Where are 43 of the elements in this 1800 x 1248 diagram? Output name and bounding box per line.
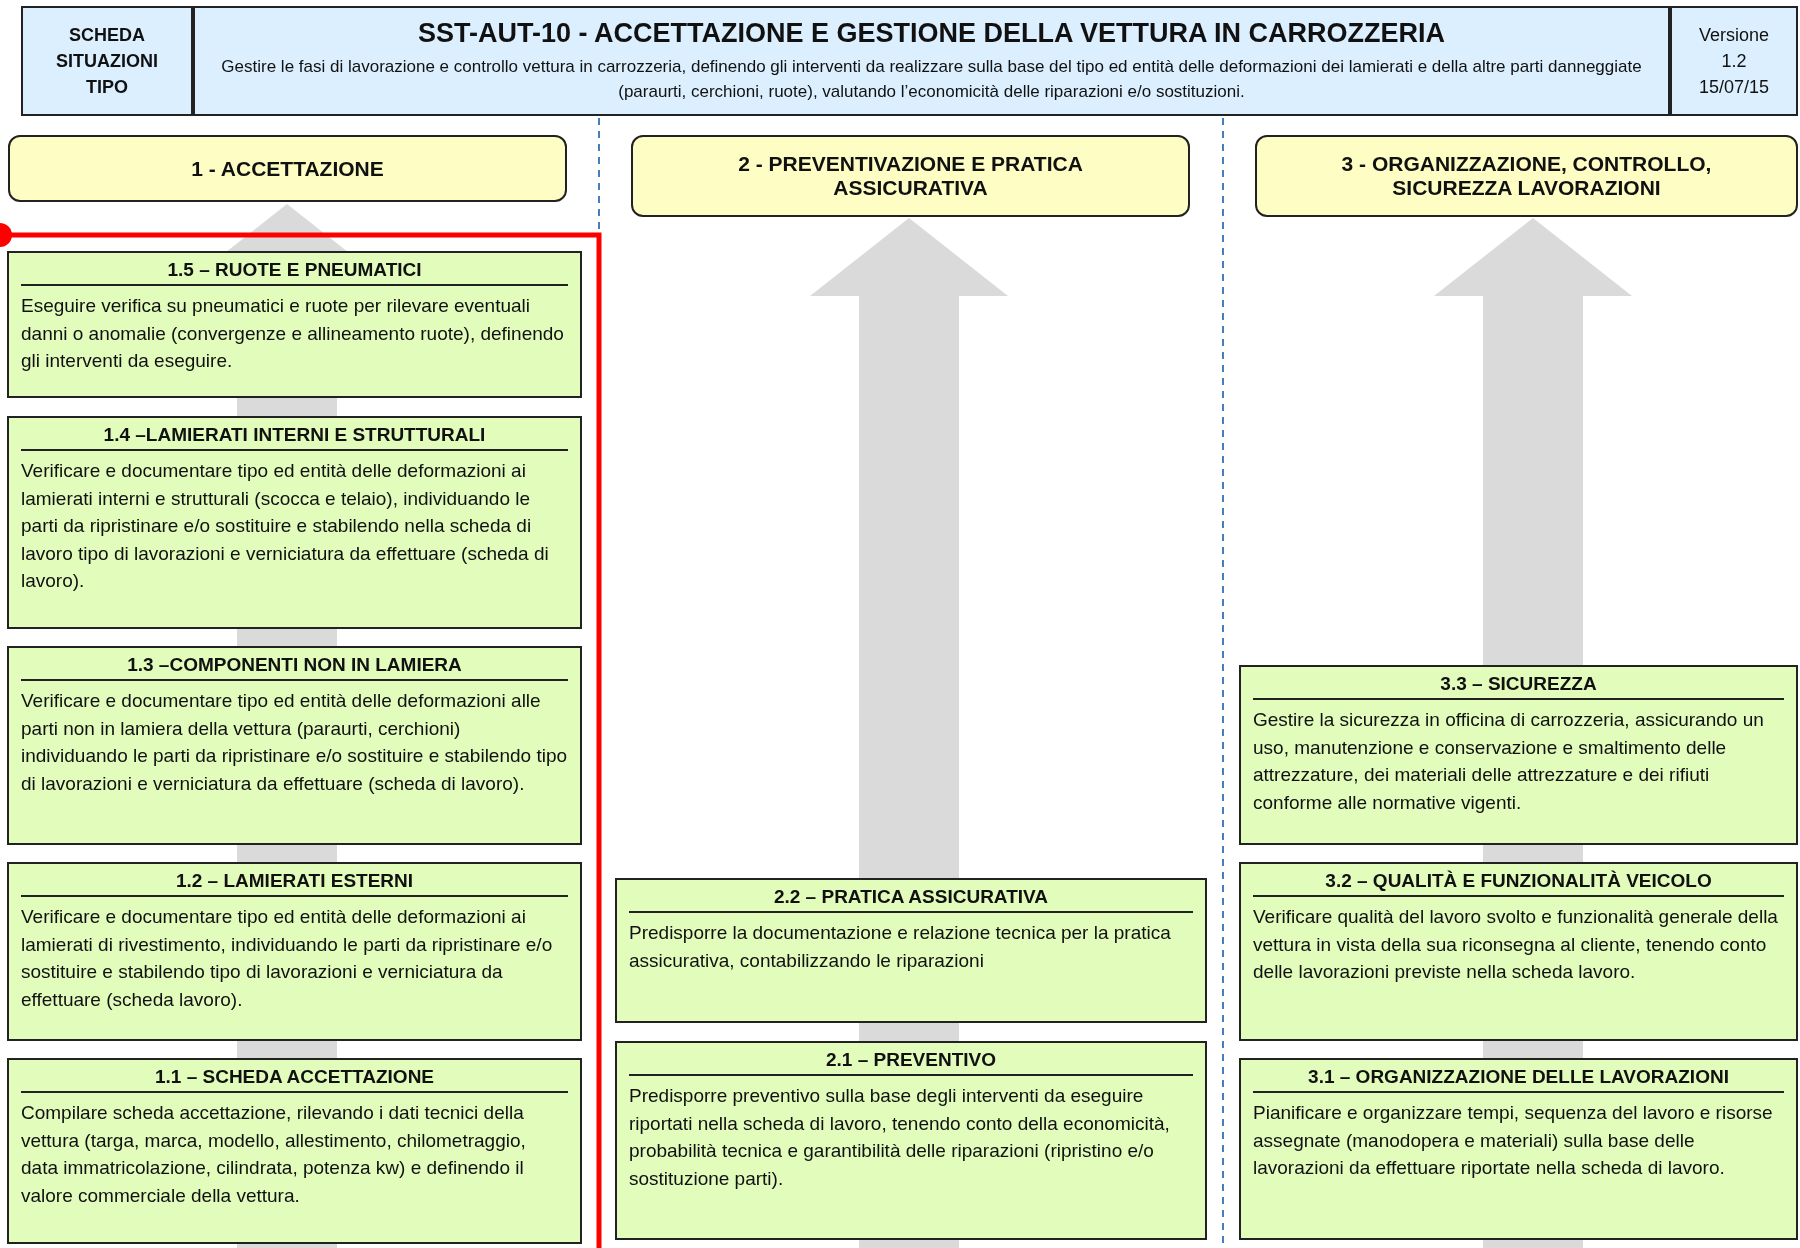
- card-description: Eseguire verifica su pneumatici e ruote per rilevare eventuali danni o anomalie (convergenze e allineamento ruote), definendo gli interventi da eseguire.: [21, 294, 565, 374]
- card-heading: 2.2 – PRATICA ASSICURATIVA: [629, 886, 1193, 913]
- header-cell: [21, 6, 193, 116]
- activity-card: [7, 251, 582, 398]
- card-heading: 1.2 – LAMIERATI ESTERNI: [21, 870, 568, 897]
- card-description: Verificare e documentare tipo ed entità delle deformazioni ai lamierati interni e strutturali (scocca e telaio), individuando le parti da ripristinare e/o sostituire e stabilendo nella scheda di lavoro tipo di lavorazioni e verniciatura da effettuare (scheda di lavoro).: [21, 459, 550, 594]
- card-description: Predisporre preventivo sulla base degli interventi da eseguire riportati nella scheda di lavoro, tenendo conto della economicità, probabilità tecnica e garantibilità delle riparazioni (ripristino e/o sostituzione parti).: [629, 1084, 1171, 1191]
- version-label: Versione 1.2 15/07/15: [1697, 23, 1771, 100]
- card-description: Pianificare e organizzare tempi, sequenza del lavoro e risorse assegnate (manodopera e materiali) sulla base delle lavorazioni da effettuare riportate nella scheda di lavoro.: [1253, 1101, 1774, 1181]
- activity-card: [7, 416, 582, 629]
- activity-card: [7, 862, 582, 1041]
- card-description: Compilare scheda accettazione, rilevando i dati tecnici della vettura (targa, marca, modello, allestimento, chilometraggio, data immatricolazione, cilindrata, potenza kw) e definendo il valore commerciale della vettura.: [21, 1101, 527, 1208]
- sheet-title: SST-AUT-10 - ACCETTAZIONE E GESTIONE DELLA VETTURA IN CARROZZERIA: [418, 17, 1445, 49]
- card-heading: 3.3 – SICUREZZA: [1253, 673, 1784, 700]
- card-description: Predisporre la documentazione e relazione tecnica per la pratica assicurativa, contabilizzando le riparazioni: [629, 921, 1172, 973]
- card-heading: 1.1 – SCHEDA ACCETTAZIONE: [21, 1066, 568, 1093]
- title-cell: [193, 6, 1670, 116]
- card-description: Verificare e documentare tipo ed entità delle deformazioni ai lamierati di rivestimento, individuando le parti da ripristinare e/o sostituire e stabilendo tipo di lavorazioni e verniciatura da effettuare (scheda lavoro).: [21, 905, 554, 1012]
- activity-card: [615, 878, 1207, 1023]
- activity-card: [615, 1041, 1207, 1240]
- sheet-type-label: SCHEDA SITUAZIONI TIPO: [55, 23, 159, 100]
- card-heading: 1.3 –COMPONENTI NON IN LAMIERA: [21, 654, 568, 681]
- card-heading: 1.5 – RUOTE E PNEUMATICI: [21, 259, 568, 286]
- card-heading: 3.2 – QUALITÀ E FUNZIONALITÀ VEICOLO: [1253, 870, 1784, 897]
- column-header: [8, 135, 567, 202]
- card-description: Verificare qualità del lavoro svolto e funzionalità generale della vettura in vista della sua riconsegna al cliente, tenendo conto delle lavorazioni previste nella scheda lavoro.: [1253, 905, 1779, 985]
- column-title: 1 - ACCETTAZIONE: [191, 156, 384, 181]
- column-title: 3 - ORGANIZZAZIONE, CONTROLLO, SICUREZZA LAVORAZIONI: [1340, 152, 1713, 200]
- card-heading: 3.1 – ORGANIZZAZIONE DELLE LAVORAZIONI: [1253, 1066, 1784, 1093]
- activity-card: [7, 646, 582, 845]
- column-header: [631, 135, 1190, 217]
- activity-card: [1239, 862, 1798, 1041]
- card-heading: 2.1 – PREVENTIVO: [629, 1049, 1193, 1076]
- column-header: [1255, 135, 1798, 217]
- card-description: Gestire la sicurezza in officina di carrozzeria, assicurando un uso, manutenzione e conservazione e smaltimento delle attrezzature, dei materiali delle attrezzature e dei rifiuti conforme alle normative vigenti.: [1253, 708, 1765, 815]
- card-description: Verificare e documentare tipo ed entità delle deformazioni alle parti non in lamiera della vettura (paraurti, cerchioni) individuando le parti da ripristinare e/o sostituire e stabilendo tipo di lavorazioni e verniciatura da effettuare (scheda di lavoro).: [21, 689, 568, 796]
- activity-card: [7, 1058, 582, 1244]
- activity-card: [1239, 1058, 1798, 1240]
- card-heading: 1.4 –LAMIERATI INTERNI E STRUTTURALI: [21, 424, 568, 451]
- sheet-description: Gestire le fasi di lavorazione e controllo vettura in carrozzeria, definendo gli interventi da realizzare sulla base del tipo ed entità delle deformazioni dei lamierati e della altre parti danneggiate (paraurti, cerchioni, ruote), valutando l’economicità delle riparazioni e/o sostituzioni.: [220, 55, 1643, 103]
- activity-card: [1239, 665, 1798, 845]
- version-cell: [1670, 6, 1798, 116]
- column-title: 2 - PREVENTIVAZIONE E PRATICA ASSICURATIVA: [737, 152, 1084, 200]
